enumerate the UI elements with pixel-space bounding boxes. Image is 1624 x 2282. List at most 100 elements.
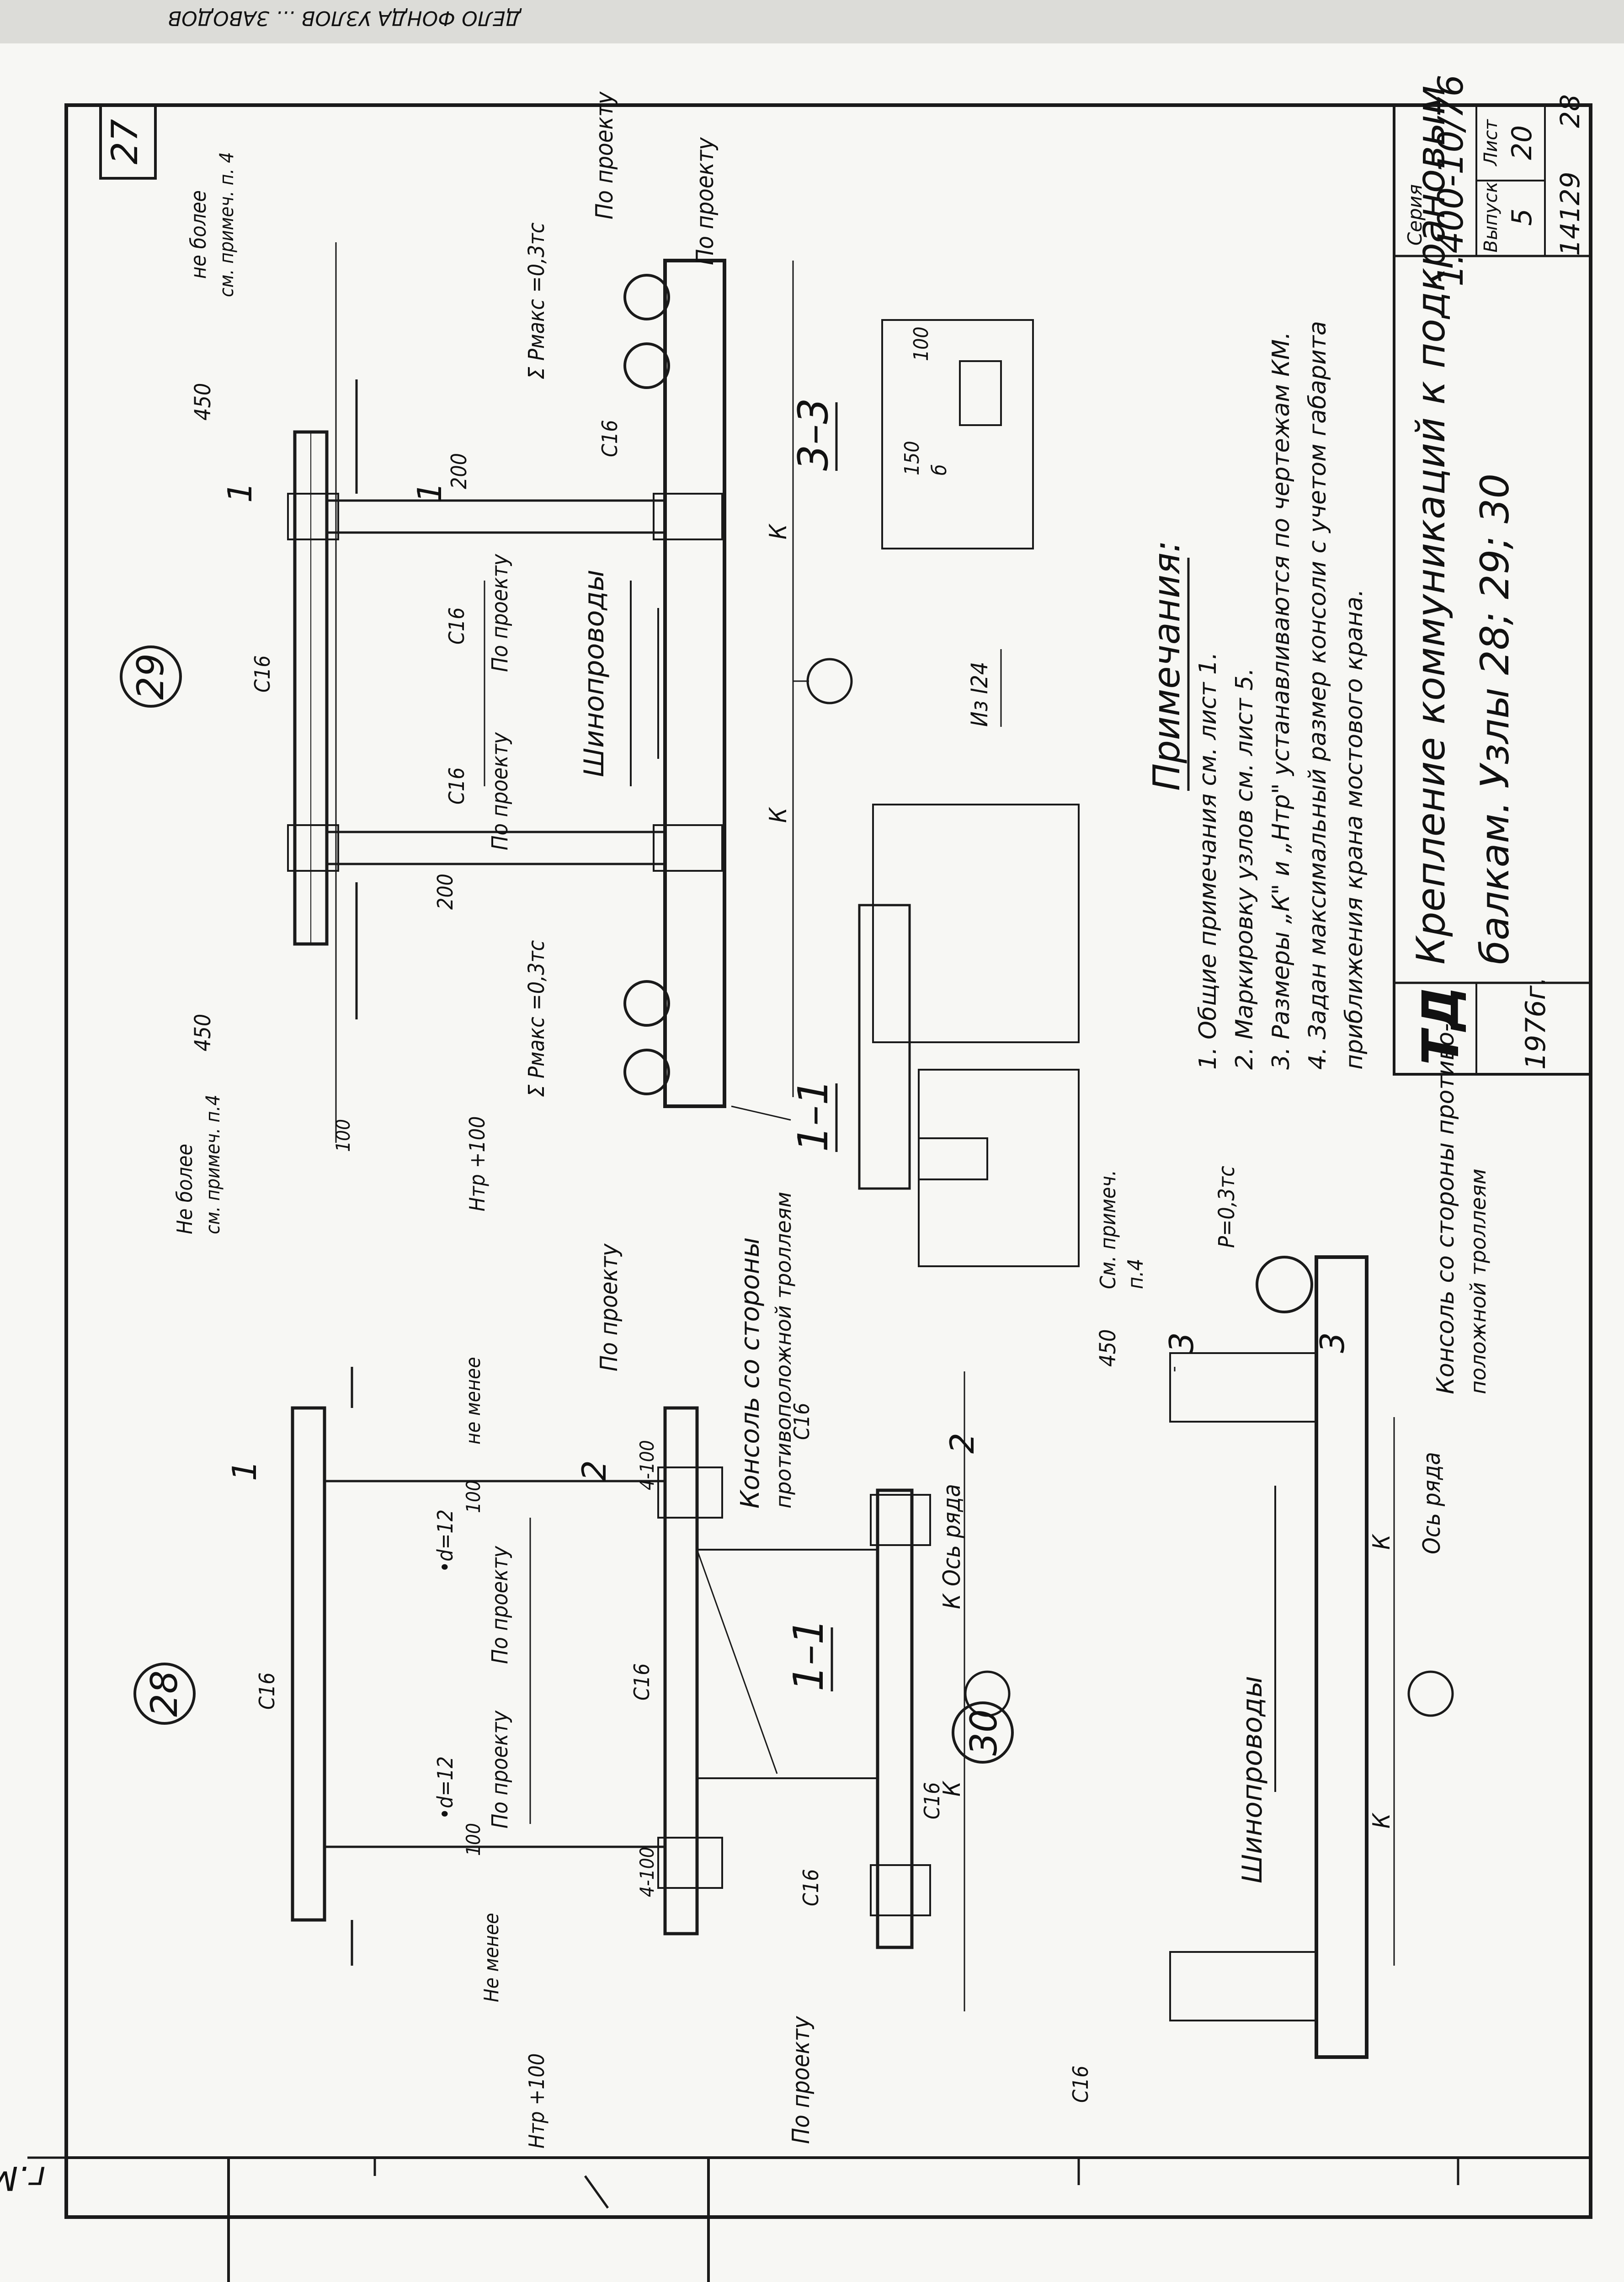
note-2: 2. Маркировку узлов см. лист 5. — [1231, 668, 1258, 1070]
label-po-proektu-beam: По проекту — [692, 137, 719, 265]
label-po-proektu-28d: По проекту — [788, 2015, 815, 2144]
note-1: 1. Общие примечания см. лист 1. — [1194, 652, 1222, 1070]
console-beam — [663, 259, 726, 1108]
title-line-1: Крепление коммуникаций к подкрановым — [1408, 85, 1454, 965]
label-c16-28-left: С16 — [799, 1869, 823, 1906]
label-primech-bottom: см. примеч. п.4 — [202, 1095, 224, 1234]
sheet-frame — [64, 103, 1592, 2219]
section-mark-3-b: 3 — [1313, 1332, 1352, 1353]
section-1-1-title-b: 1–1 — [785, 1618, 833, 1691]
label-d12-a: •d=12 — [433, 1509, 458, 1573]
hanger-right — [325, 831, 666, 865]
label-c16-top: С16 — [250, 655, 275, 693]
label-k-29-1: К — [765, 523, 792, 539]
hanger-left — [325, 499, 666, 534]
axis-marker-28 — [964, 1670, 1011, 1717]
dim-200-a: 200 — [447, 453, 471, 489]
section-mark-1-29b: 1 — [410, 482, 449, 503]
section-3-3-title: 3–3 — [789, 398, 837, 471]
dim-450-30: 450 — [1095, 1329, 1121, 1367]
label-sm-primech: См. примеч. — [1096, 1170, 1120, 1289]
dim-100-33: 100 — [910, 326, 933, 361]
node-30-marker: 30 — [963, 1709, 1005, 1756]
label-k-29-2: К — [765, 807, 792, 823]
inventory-number: 14129 — [1555, 171, 1586, 256]
label-po-proektu-2: По проекту — [487, 732, 513, 851]
top-stamp-text: ДЕЛО ФОНДА УЗЛОВ ... ЗАВОДОВ — [168, 6, 522, 30]
dim-150: 150 — [900, 441, 924, 475]
title-block: Серия 1.400-10/76 Выпуск 5 Лист 20 Крепл… — [1393, 75, 1592, 1076]
city-label: г.Москва — [0, 2159, 46, 2197]
node-28: 28 30 С16 С16 С16 С16 С16 С16 По проекту… — [133, 1243, 1093, 2149]
node-29-marker: 29 — [129, 653, 172, 700]
org-mark: ТД — [1411, 986, 1470, 1065]
label-os-ryada-30: Ось ряда — [1418, 1452, 1446, 1554]
label-p4: п.4 — [1123, 1258, 1148, 1289]
issue-value: 5 — [1506, 208, 1538, 226]
label-htr-29: Нтр +100 — [465, 1116, 490, 1211]
notes-heading: Примечания: — [1145, 540, 1188, 791]
label-os-ryada-28: Ось ряда — [938, 1484, 966, 1586]
label-konsol-a2: противоположной троллеям — [771, 1192, 796, 1509]
sheet-label: Лист — [1480, 119, 1502, 167]
label-ne-menee-a: не менее — [462, 1357, 485, 1445]
label-iz-i24: Из I24 — [966, 662, 993, 727]
label-ne-bolee-top: не более — [186, 190, 211, 279]
channel-top-c16-28 — [291, 1406, 326, 1922]
dim-100-29: 100 — [332, 1119, 354, 1152]
dim-450-top: 450 — [190, 383, 216, 421]
section-mark-3-a: 3 — [1162, 1332, 1201, 1353]
label-c16-28-top: С16 — [255, 1672, 279, 1710]
sheet-value: 20 — [1506, 125, 1538, 160]
label-konsol-a1: Консоль со стороны — [735, 1237, 765, 1509]
section-1-1-title: 1–1 — [789, 1079, 837, 1152]
section-mark-1-29: 1 — [221, 482, 259, 503]
node-28-marker: 28 — [143, 1670, 186, 1717]
label-c16-hanger-l: С16 — [444, 607, 469, 645]
label-pmax-top: Σ Pмакс =0,3тс — [524, 222, 549, 379]
label-po-proektu-28a: По проекту — [487, 1546, 513, 1664]
label-c16-hanger-r: С16 — [444, 767, 469, 805]
title-line-2: балкам. Узлы 28; 29; 30 — [1472, 474, 1518, 965]
note-3: 3. Размеры „К" и „Нтр" устанавливаются п… — [1267, 332, 1295, 1070]
notes: Примечания: 1. Общие примечания см. лист… — [1145, 321, 1368, 1070]
label-d12-b: •d=12 — [433, 1756, 458, 1819]
axis-marker-30 — [1407, 1670, 1454, 1717]
label-c16-beam: С16 — [597, 420, 622, 457]
page-number: 28 — [1555, 94, 1586, 128]
label-po-proektu-top: По проекту — [591, 91, 618, 219]
scan-top-strip — [0, 0, 1624, 43]
section-mark-2-28: 2 — [575, 1460, 613, 1481]
dim-4-100-a: 4-100 — [636, 1440, 658, 1490]
corner-sheet-number: 27 — [105, 119, 146, 164]
label-po-proektu-28c: По проекту — [596, 1243, 623, 1371]
label-k-28-1: К — [938, 1593, 966, 1609]
label-c16-30: С16 — [1068, 2065, 1093, 2103]
series-label: Серия — [1404, 184, 1426, 245]
label-k-28-2: К — [938, 1781, 966, 1797]
node-30: Шинопроводы К К Ось ряда Р=0,3тс См. при… — [1095, 1023, 1491, 2059]
note-4-cont: приближения крана мостового крана. — [1341, 589, 1368, 1070]
dim-100-28a: 100 — [462, 1480, 485, 1513]
label-k-30-1: К — [1368, 1534, 1395, 1550]
label-pmax-bottom: Σ Pмакс =0,3тс — [524, 940, 549, 1097]
label-k-30-2: К — [1368, 1813, 1395, 1829]
issue-label: Выпуск — [1480, 182, 1502, 253]
label-konsol-b1: Консоль со стороны противо- — [1432, 1023, 1459, 1394]
dim-200-b: 200 — [433, 874, 458, 910]
node-29: 29 С16 С16 С16 С16 По пр — [120, 91, 853, 1234]
label-po-proektu-1: По проекту — [487, 554, 513, 672]
label-konsol-b2: положной троллеям — [1466, 1168, 1491, 1394]
label-b: б — [928, 464, 951, 475]
series-value: 1.400-10/76 — [1430, 75, 1471, 287]
label-c16-28-right: С16 — [789, 1402, 814, 1440]
label-p03: Р=0,3тс — [1214, 1166, 1240, 1248]
year: 1976г. — [1520, 977, 1552, 1070]
label-c16-28-bot: С16 — [920, 1782, 944, 1819]
section-mark-1-28: 1 — [225, 1460, 264, 1481]
label-ne-bolee-bottom: Не более — [172, 1144, 197, 1234]
note-4: 4. Задан максимальный размер консоли с у… — [1304, 321, 1331, 1070]
dim-100-28b: 100 — [462, 1823, 485, 1856]
